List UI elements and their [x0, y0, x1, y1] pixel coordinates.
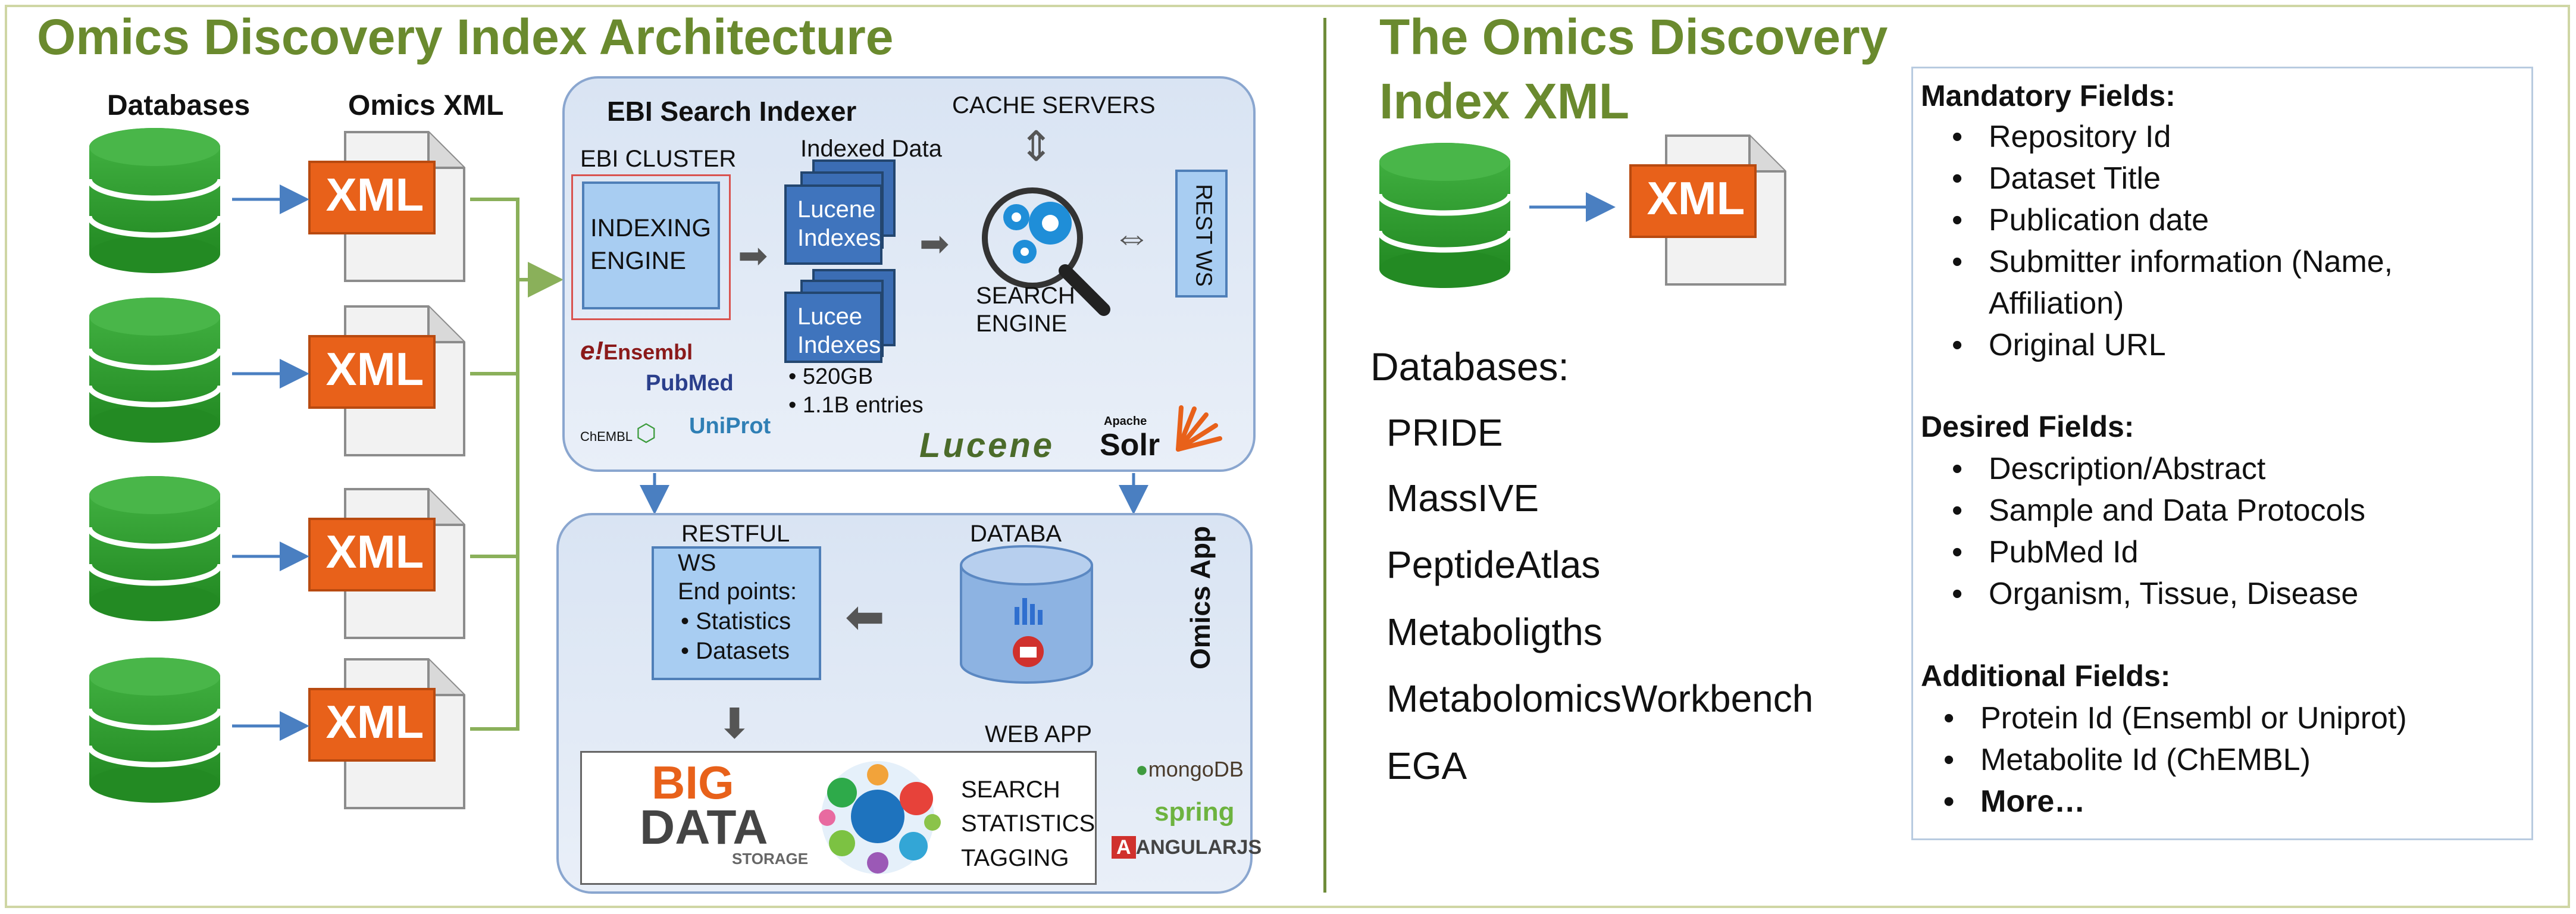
mandatory-field-continuation: Affiliation)	[1989, 286, 2124, 321]
databases-column-header: Databases	[107, 90, 251, 121]
indexer-title: EBI Search Indexer	[607, 96, 857, 127]
database-name: EGA	[1386, 744, 1467, 787]
xml-label: XML	[325, 343, 424, 395]
database-name: MetabolomicsWorkbench	[1386, 677, 1814, 720]
more-fields: More…	[1943, 784, 2085, 819]
section-divider	[1323, 18, 1326, 893]
stat-entries: • 1.1B entries	[788, 393, 924, 418]
rest-ws-box: REST WS	[1175, 170, 1228, 298]
chembl-logo: ChEMBL ⬡	[580, 420, 657, 446]
big-data-wordcloud-data: DATA	[640, 800, 768, 854]
arrow-right-icon: ➡	[738, 236, 768, 276]
uniprot-logo: UniProt	[689, 414, 771, 439]
search-engine-gears-icon	[982, 187, 1110, 316]
search-engine-label-1: SEARCH	[976, 283, 1075, 309]
xml-label: XML	[325, 696, 424, 748]
web-feature-statistics: STATISTICS	[961, 810, 1095, 837]
additional-fields-title: Additional Fields:	[1921, 659, 2171, 693]
xml-section-title-line1: The Omics Discovery	[1379, 9, 1888, 65]
databases-heading: Databases:	[1370, 345, 1569, 389]
web-feature-tagging: TAGGING	[961, 845, 1069, 871]
web-feature-search: SEARCH	[961, 777, 1060, 803]
mandatory-field: Publication date	[1952, 202, 2209, 238]
database-label-1: DATABA	[970, 521, 1062, 547]
database-icon	[89, 298, 220, 443]
mandatory-field: Repository Id	[1952, 119, 2171, 155]
xml-label: XML	[325, 168, 424, 221]
lucene-logo: Lucene	[919, 426, 1055, 465]
apache-label: Apache	[1104, 415, 1147, 428]
database-icon	[89, 128, 220, 273]
additional-field: Protein Id (Ensembl or Uniprot)	[1943, 700, 2407, 736]
bubble-chart-icon	[819, 761, 941, 874]
cluster-label: EBI CLUSTER	[580, 146, 737, 172]
desired-field: Sample and Data Protocols	[1952, 493, 2365, 528]
app-database-cylinder-icon	[960, 545, 1093, 684]
stat-size: • 520GB	[788, 364, 874, 389]
big-data-wordcloud-storage: STORAGE	[732, 850, 809, 868]
search-engine-label-2: ENGINE	[976, 311, 1068, 337]
cluster-outline	[571, 174, 731, 320]
xml-section-title-line2: Index XML	[1379, 73, 1630, 129]
database-icon	[89, 658, 220, 803]
solr-logo: Solr	[1100, 428, 1160, 462]
mandatory-field: Original URL	[1952, 327, 2166, 363]
mandatory-field: Dataset Title	[1952, 161, 2161, 196]
spring-logo: spring	[1154, 797, 1235, 827]
restful-ws-box: WS End points: • Statistics • Datasets	[652, 546, 821, 680]
database-icon	[1379, 143, 1510, 288]
indexing-engine-box: INDEXING ENGINE	[582, 181, 720, 309]
desired-field: Organism, Tissue, Disease	[1952, 576, 2358, 612]
database-name: MassIVE	[1386, 477, 1539, 519]
arrow-right-icon: ➡	[919, 224, 950, 264]
big-data-wordcloud-big: BIG	[652, 756, 734, 809]
mongodb-logo: ●mongoDB	[1135, 757, 1244, 781]
xml-label: XML	[325, 525, 424, 578]
omics-app-label: Omics App	[1185, 525, 1216, 669]
solr-sunburst-icon	[1176, 405, 1222, 452]
cache-servers-label: CACHE SERVERS	[952, 92, 1156, 118]
database-name: PRIDE	[1386, 411, 1503, 454]
pubmed-logo: PubMed	[646, 371, 734, 396]
indexed-data-label: Indexed Data	[800, 136, 942, 162]
desired-field: Description/Abstract	[1952, 451, 2265, 487]
mandatory-field: Submitter information (Name,	[1952, 244, 2393, 280]
arrow-left-icon: ⬅	[845, 590, 885, 643]
desired-field: PubMed Id	[1952, 534, 2138, 570]
database-icon	[89, 476, 220, 621]
omics-xml-column-header: Omics XML	[348, 90, 504, 121]
xml-label: XML	[1647, 172, 1745, 224]
arrow-down-icon: ⬇	[717, 700, 752, 747]
architecture-title: Omics Discovery Index Architecture	[37, 9, 894, 65]
additional-field: Metabolite Id (ChEMBL)	[1943, 742, 2311, 778]
ensembl-logo: e!Ensembl	[580, 336, 693, 365]
database-name: Metaboligths	[1386, 611, 1602, 653]
desired-fields-title: Desired Fields:	[1921, 410, 2134, 443]
bidirectional-arrow-icon: ⇔	[1113, 215, 1151, 258]
web-app-label: WEB APP	[985, 721, 1093, 747]
database-name: PeptideAtlas	[1386, 543, 1601, 586]
restful-label-1: RESTFUL	[681, 521, 790, 547]
mandatory-fields-title: Mandatory Fields:	[1921, 79, 2176, 112]
updown-arrow-icon: ⇕	[1019, 123, 1054, 170]
outer-frame	[5, 5, 2570, 908]
